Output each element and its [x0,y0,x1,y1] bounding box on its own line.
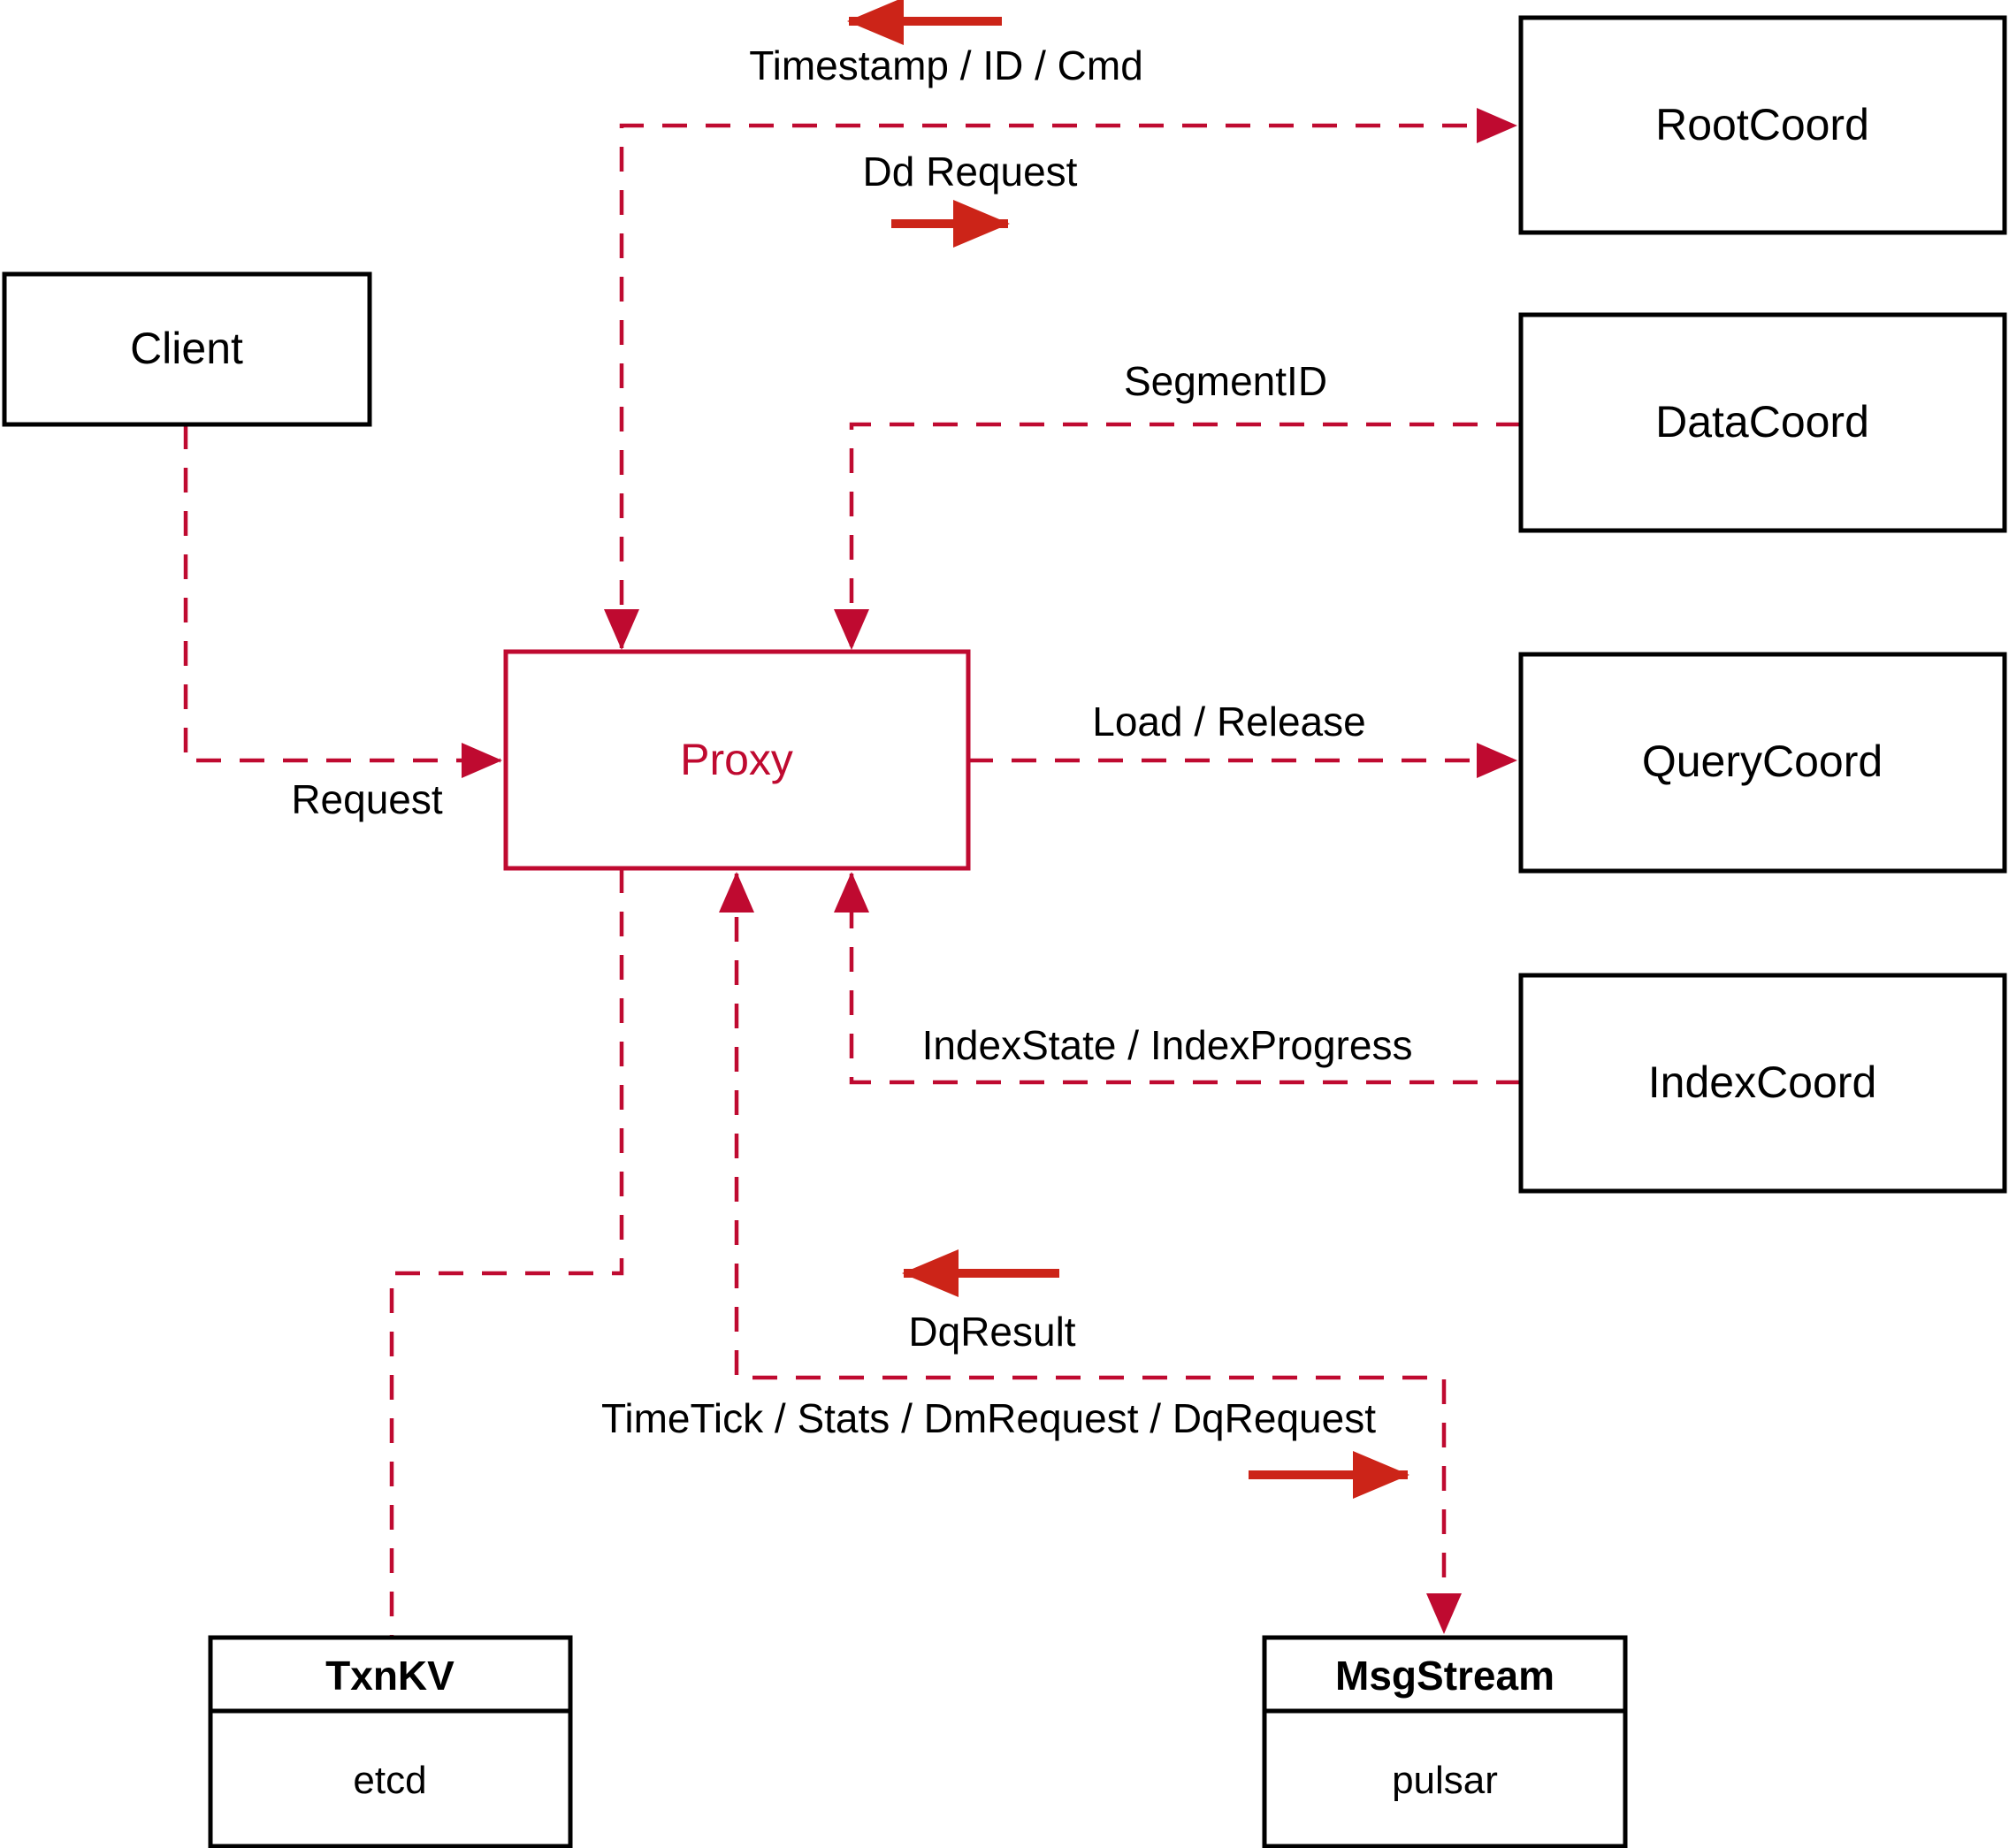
node-datacoord-label: DataCoord [1655,397,1869,447]
edge-datacoord-to-proxy [834,422,1521,650]
node-indexcoord: IndexCoord [1518,973,2007,1194]
edge-label-index-state: IndexState / IndexProgress [922,1022,1413,1068]
node-querycoord-label: QueryCoord [1642,737,1883,786]
node-proxy-label: Proxy [680,735,793,784]
node-msgstream-impl: pulsar [1392,1759,1498,1802]
edge-label-dq-result: DqResult [908,1309,1075,1355]
edge-label-time-tick: TimeTick / Stats / DmRequest / DqRequest [601,1395,1376,1441]
node-txnkv-title: TxnKV [325,1653,455,1699]
edge-label-load-release: Load / Release [1092,699,1365,745]
node-rootcoord: RootCoord [1518,15,2007,235]
edge-label-timestamp-id-cmd: Timestamp / ID / Cmd [749,42,1143,88]
edge-proxy-txnkv [389,868,624,1638]
node-client-label: Client [130,324,243,373]
node-txnkv: TxnKV etcd [208,1635,573,1848]
node-proxy: Proxy [503,649,971,871]
node-querycoord: QueryCoord [1518,652,2007,874]
node-msgstream-title: MsgStream [1335,1653,1554,1699]
edge-proxy-msgstream [719,872,1462,1634]
node-txnkv-impl: etcd [353,1759,426,1802]
node-indexcoord-label: IndexCoord [1648,1058,1877,1107]
edge-label-request: Request [291,776,443,822]
edge-client-to-proxy [183,424,502,778]
edge-label-segment-id: SegmentID [1124,358,1327,404]
node-client: Client [2,271,372,427]
node-rootcoord-label: RootCoord [1655,100,1869,149]
node-datacoord: DataCoord [1518,312,2007,533]
edge-label-dd-request: Dd Request [863,149,1078,195]
node-msgstream: MsgStream pulsar [1262,1635,1628,1848]
edge-proxy-rootcoord [604,108,1517,650]
